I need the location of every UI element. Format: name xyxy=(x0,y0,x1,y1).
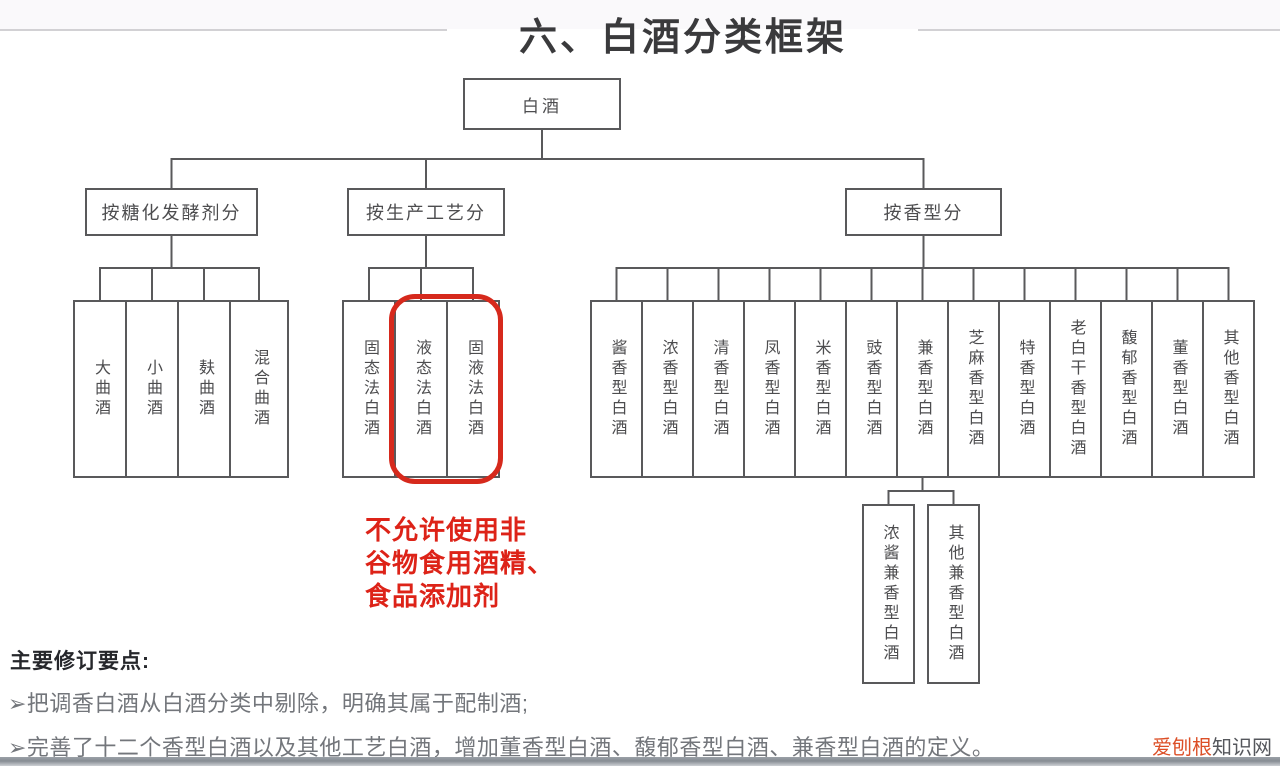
tree-leaf-box: 麸曲酒 xyxy=(177,300,231,478)
branch-box-fermentation-agent: 按糖化发酵剂分 xyxy=(85,188,258,236)
watermark-brand: 爱刨根 xyxy=(1152,737,1212,759)
tree-leaf-box: 馥郁香型白酒 xyxy=(1100,300,1153,478)
footer-bar xyxy=(0,757,1280,766)
header-divider xyxy=(918,29,1280,31)
tree-leaf-box: 兼香型白酒 xyxy=(896,300,949,478)
leaf-row-fermentation: 大曲酒小曲酒麸曲酒混合曲酒 xyxy=(73,300,289,478)
tree-leaf-box: 董香型白酒 xyxy=(1151,300,1204,478)
red-highlight-oval xyxy=(389,294,503,484)
tree-leaf-box: 酱香型白酒 xyxy=(590,300,643,478)
leaf-row-process: 固态法白酒液态法白酒固液法白酒 xyxy=(342,300,500,478)
red-annotation: 不允许使用非 谷物食用酒精、 食品添加剂 xyxy=(365,514,554,613)
branch-box-aroma-type: 按香型分 xyxy=(845,188,1002,236)
tree-leaf-box: 固态法白酒 xyxy=(342,300,396,478)
header-divider xyxy=(0,29,447,31)
tree-leaf-box: 其他香型白酒 xyxy=(1202,300,1255,478)
tree-leaf-box: 凤香型白酒 xyxy=(743,300,796,478)
tree-leaf-box: 浓酱兼香型白酒 xyxy=(862,504,915,684)
tree-leaf-box: 豉香型白酒 xyxy=(845,300,898,478)
tree-leaf-box: 芝麻香型白酒 xyxy=(947,300,1000,478)
root-box-baijiu: 白酒 xyxy=(463,78,621,130)
tree-leaf-box: 大曲酒 xyxy=(73,300,127,478)
revision-bullet: ➢把调香白酒从白酒分类中剔除，明确其属于配制酒; xyxy=(8,691,529,716)
header-strip xyxy=(0,0,1280,29)
tree-leaf-box: 其他兼香型白酒 xyxy=(927,504,980,684)
tree-leaf-box: 米香型白酒 xyxy=(794,300,847,478)
watermark: 爱刨根知识网 xyxy=(1152,731,1272,760)
red-annotation-line: 食品添加剂 xyxy=(365,581,501,611)
page-title: 六、白酒分类框架 xyxy=(518,17,848,59)
tree-leaf-box: 混合曲酒 xyxy=(229,300,289,478)
tree-leaf-box: 浓香型白酒 xyxy=(641,300,694,478)
watermark-suffix: 知识网 xyxy=(1212,737,1272,759)
leaf-row-aroma: 酱香型白酒浓香型白酒清香型白酒凤香型白酒米香型白酒豉香型白酒兼香型白酒芝麻香型白… xyxy=(590,300,1255,478)
tree-leaf-box: 老白干香型白酒 xyxy=(1049,300,1102,478)
branch-box-production-process: 按生产工艺分 xyxy=(347,188,505,236)
leaf-row-jianxiang-sub: 浓酱兼香型白酒其他兼香型白酒 xyxy=(862,504,980,684)
revision-heading: 主要修订要点: xyxy=(10,650,150,673)
tree-leaf-box: 特香型白酒 xyxy=(998,300,1051,478)
red-annotation-line: 不允许使用非 xyxy=(365,515,528,545)
red-annotation-line: 谷物食用酒精、 xyxy=(365,548,555,578)
revision-bullet: ➢完善了十二个香型白酒以及其他工艺白酒，增加董香型白酒、馥郁香型白酒、兼香型白酒… xyxy=(8,735,995,760)
tree-leaf-box: 清香型白酒 xyxy=(692,300,745,478)
tree-leaf-box: 小曲酒 xyxy=(125,300,179,478)
